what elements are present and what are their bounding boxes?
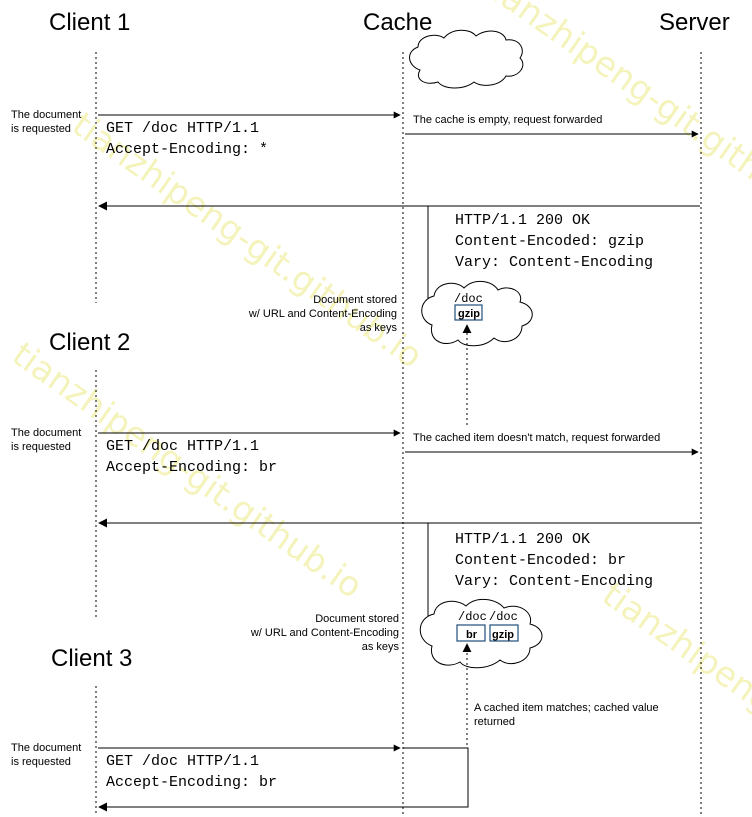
cache-match-note: A cached item matches; cached value	[474, 702, 659, 714]
cache-forward-note: The cached item doesn't match, request f…	[413, 432, 660, 444]
server-response-line: HTTP/1.1 200 OK	[455, 212, 590, 229]
store-note: as keys	[362, 641, 400, 653]
cache-title: Cache	[363, 9, 432, 36]
client3-request-note: The document	[11, 742, 81, 754]
cloud-key-box	[456, 624, 486, 642]
server-response-line: Content-Encoded: br	[455, 552, 626, 569]
store-note: w/ URL and Content-Encoding	[250, 627, 399, 639]
cache-forward-note: The cache is empty, request forwarded	[413, 114, 602, 126]
cache-match-note: returned	[474, 716, 515, 728]
server-response-line: Content-Encoded: gzip	[455, 233, 644, 250]
watermark-text: tianzhipeng-git.github.io	[595, 575, 752, 817]
client2-request-note: is requested	[11, 441, 71, 453]
cached-response-arrow	[98, 747, 469, 812]
client3-request-line: GET /doc HTTP/1.1	[106, 753, 259, 770]
client1-request-line: Accept-Encoding: *	[106, 141, 268, 158]
client3-request-line: Accept-Encoding: br	[106, 774, 277, 791]
step2: The document is requested GET /doc HTTP/…	[11, 427, 700, 669]
cloud-key-box	[454, 304, 483, 321]
client3-title: Client 3	[51, 645, 132, 672]
client3-request-note: is requested	[11, 756, 71, 768]
client2-request-line: GET /doc HTTP/1.1	[106, 438, 259, 455]
empty-cache-cloud	[409, 29, 524, 89]
client1-request-note: is requested	[11, 123, 71, 135]
cloud-key-br: br	[466, 629, 478, 641]
store-note: as keys	[360, 322, 398, 334]
step3: A cached item matches; cached value retu…	[11, 643, 659, 812]
client2-request-line: Accept-Encoding: br	[106, 459, 277, 476]
client1-title: Client 1	[49, 9, 130, 36]
cloud-doc-label: /doc	[489, 610, 518, 624]
server-response-line: Vary: Content-Encoding	[455, 573, 653, 590]
lifelines	[95, 52, 702, 815]
client1-request-line: GET /doc HTTP/1.1	[106, 120, 259, 137]
client2-request-note: The document	[11, 427, 81, 439]
store-note: Document stored	[315, 613, 399, 625]
cloud-key-gzip: gzip	[458, 308, 480, 320]
cloud-key-box	[489, 624, 519, 642]
step1: The document is requested GET /doc HTTP/…	[11, 109, 700, 347]
client1-request-note: The document	[11, 109, 81, 121]
store-note: Document stored	[313, 294, 397, 306]
cloud-key-gzip: gzip	[492, 629, 514, 641]
cloud-doc-label: /doc	[458, 610, 487, 624]
server-title: Server	[659, 9, 730, 36]
server-response-line: HTTP/1.1 200 OK	[455, 531, 590, 548]
store-note: w/ URL and Content-Encoding	[248, 308, 397, 320]
client2-title: Client 2	[49, 329, 130, 356]
server-response-line: Vary: Content-Encoding	[455, 254, 653, 271]
cloud-doc-label: /doc	[454, 292, 483, 306]
